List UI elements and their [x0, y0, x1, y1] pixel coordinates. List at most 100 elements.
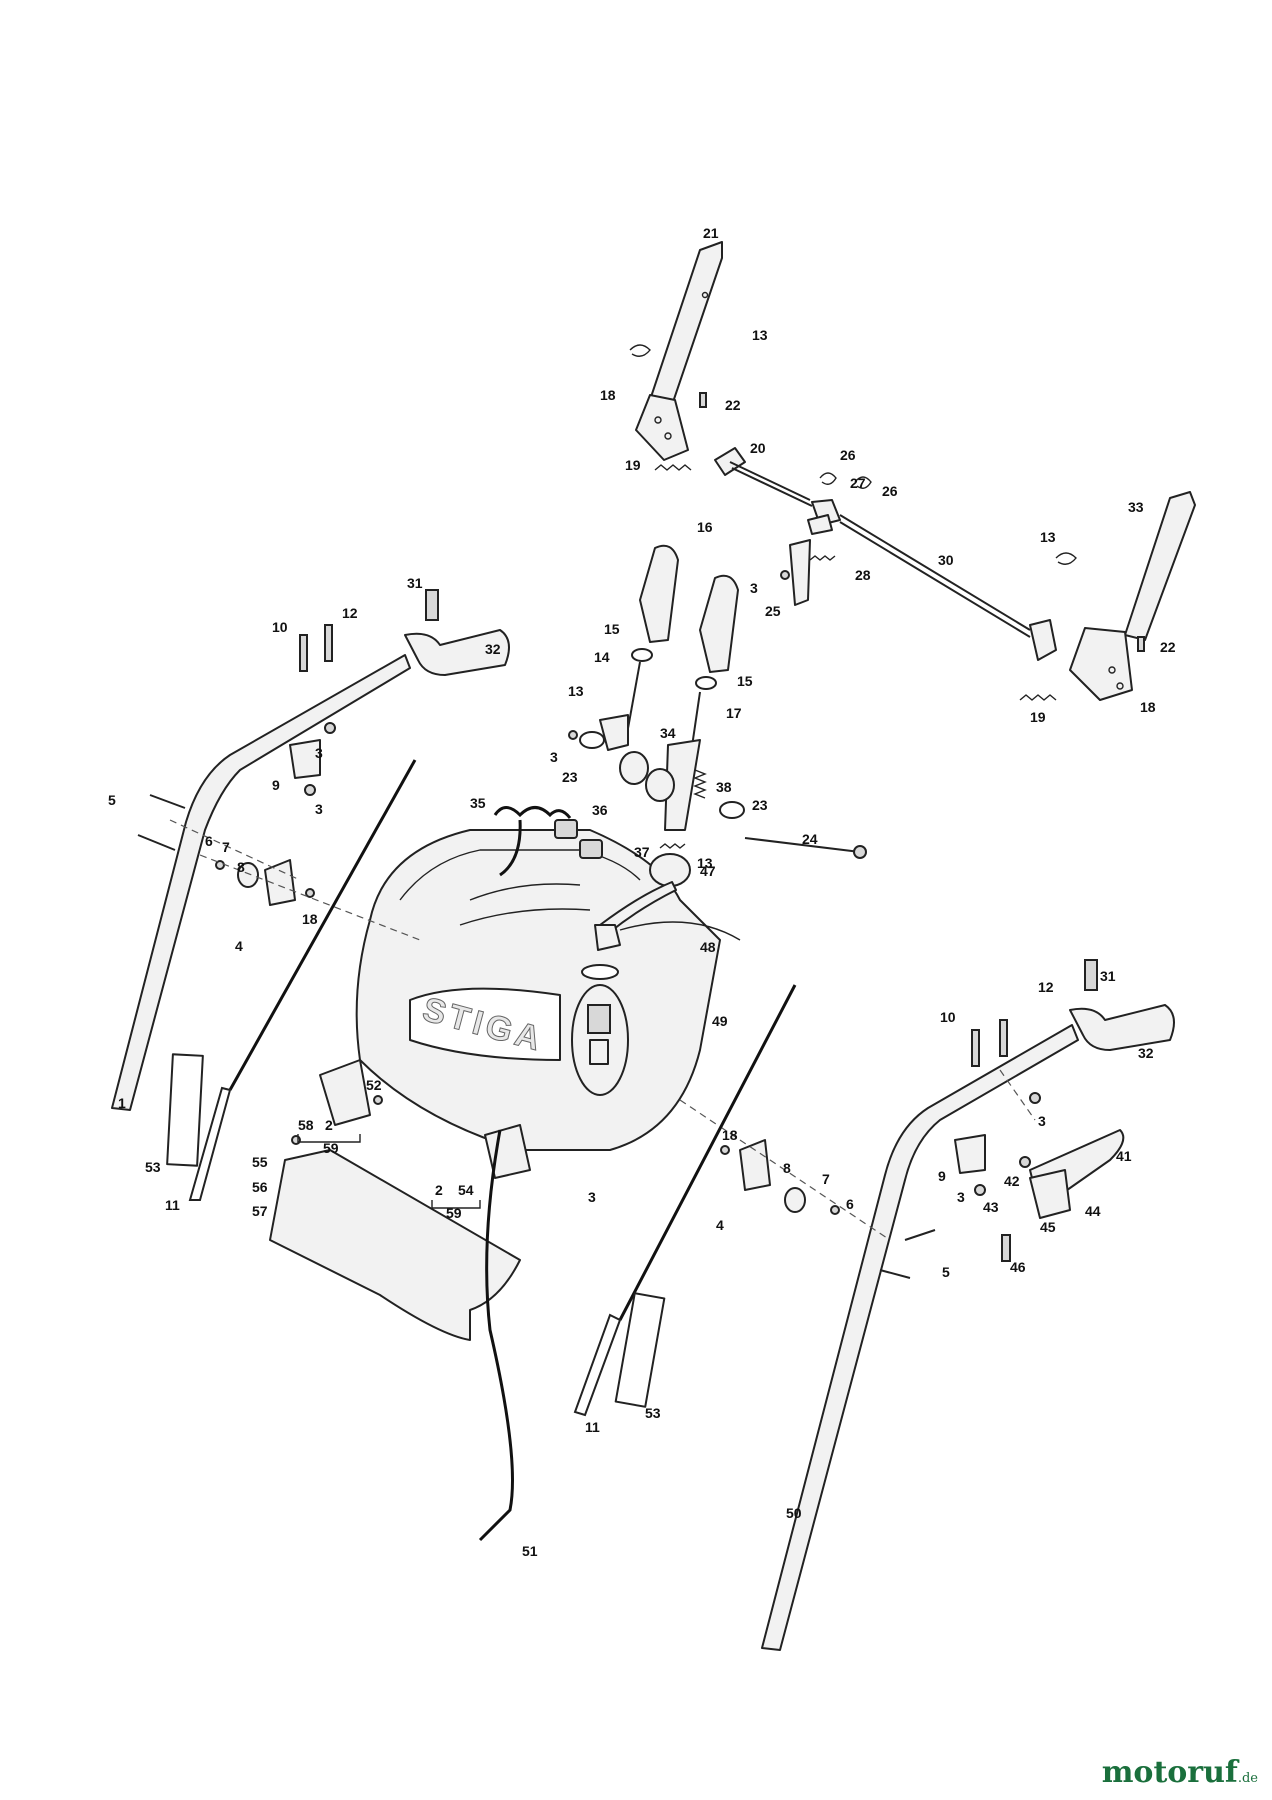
upper-right-post [1069, 491, 1196, 701]
bolt-12-right [999, 1019, 1008, 1057]
bracket-4-right [739, 1139, 771, 1191]
clamp-9-left [289, 739, 321, 779]
spring-28 [809, 555, 836, 561]
callout-label: 18 [1140, 699, 1156, 715]
site-watermark: motoruf .de [1102, 1755, 1258, 1790]
callout-label: 52 [366, 1077, 382, 1093]
spring-19b [1019, 694, 1057, 701]
callout-label: 7 [222, 839, 230, 855]
callout-label: 15 [737, 673, 753, 689]
callout-label: 44 [1085, 1203, 1101, 1219]
callout-label: 58 [298, 1117, 314, 1133]
bolt-10-left [299, 634, 308, 672]
cable-left [228, 759, 417, 1091]
control-lever-right [664, 574, 739, 831]
nut-3-left-a [324, 722, 336, 734]
callout-label: 54 [458, 1182, 474, 1198]
group-bracket-58-2 [297, 1134, 361, 1143]
side-guard-left [319, 1059, 371, 1126]
callout-label: 18 [722, 1127, 738, 1143]
callout-label: 46 [1010, 1259, 1026, 1275]
callout-label: 30 [938, 552, 954, 568]
callout-label: 36 [592, 802, 608, 818]
sleeve-53-left [166, 1053, 204, 1167]
callout-label: 3 [315, 801, 323, 817]
callout-label: 45 [1040, 1219, 1056, 1235]
callout-label: 19 [1030, 709, 1046, 725]
callout-label: 49 [712, 1013, 728, 1029]
right-handle-tube [761, 1024, 1079, 1651]
bolt-12-left [324, 624, 333, 662]
side-guard-right [484, 1124, 531, 1179]
callout-label: 3 [550, 749, 558, 765]
callout-label: 6 [205, 833, 213, 849]
cable-51 [478, 1129, 514, 1542]
callout-label: 8 [783, 1160, 791, 1176]
callout-label: 1 [118, 1095, 126, 1111]
bolt-5-right-b [879, 1269, 911, 1279]
callout-labels: 21 13 18 22 20 19 26 27 26 33 13 16 28 3… [108, 225, 1176, 1559]
guide-line-left-2 [199, 854, 421, 941]
callout-label: 57 [252, 1203, 268, 1219]
switch-36b [579, 839, 603, 859]
callout-label: 17 [726, 705, 742, 721]
callout-label: 22 [1160, 639, 1176, 655]
washer-23b [719, 801, 745, 819]
hairpin-clip-13b [1055, 552, 1077, 565]
callout-label: 13 [1040, 529, 1056, 545]
bolt-46 [1001, 1234, 1011, 1262]
callout-label: 53 [645, 1405, 661, 1421]
ignition-switch-49-base [589, 1039, 609, 1065]
guide-line-right-2 [999, 1069, 1036, 1121]
callout-label: 26 [882, 483, 898, 499]
clip-26b [854, 476, 872, 489]
nut-18-right [720, 1145, 730, 1155]
sleeve-53-right [614, 1292, 666, 1408]
chute-crank-47 [594, 853, 691, 951]
callout-label: 31 [407, 575, 423, 591]
callout-label: 21 [703, 225, 719, 241]
ignition-switch-49-outline [571, 984, 629, 1096]
nut-3-left-b [304, 784, 316, 796]
nut-3-lever [568, 730, 578, 740]
callout-label: 42 [1004, 1173, 1020, 1189]
bushing-8-left [237, 862, 259, 888]
callout-label: 31 [1100, 968, 1116, 984]
callout-label: 18 [600, 387, 616, 403]
hand-grip-32-right [1069, 1004, 1175, 1051]
callout-label: 3 [957, 1189, 965, 1205]
wiring-harness-35 [493, 806, 572, 819]
bracket-4-left [264, 859, 296, 906]
cross-rod [714, 447, 1057, 661]
callout-label: 19 [625, 457, 641, 473]
callout-label: 26 [840, 447, 856, 463]
spring-19a [654, 464, 692, 471]
lower-cover-plate [269, 1149, 521, 1341]
callout-label: 43 [983, 1199, 999, 1215]
cable-right [618, 984, 797, 1321]
spring-37 [659, 843, 686, 849]
callout-label: 47 [700, 863, 716, 879]
callout-label: 4 [716, 1217, 724, 1233]
callout-label: 28 [855, 567, 871, 583]
callout-label: 33 [1128, 499, 1144, 515]
bolt-10-right [971, 1029, 980, 1067]
callout-label: 2 [325, 1117, 333, 1133]
callout-label: 10 [940, 1009, 956, 1025]
callout-label: 5 [942, 1264, 950, 1280]
nut-3-right-b [1029, 1092, 1041, 1104]
callout-label: 11 [165, 1197, 180, 1213]
spacers-34 [619, 751, 675, 802]
callout-label: 3 [750, 580, 758, 596]
callout-label: 56 [252, 1179, 268, 1195]
callout-label: 35 [470, 795, 486, 811]
callout-label: 5 [108, 792, 116, 808]
guide-line-right-1 [679, 1099, 891, 1241]
nut-18-left [305, 888, 315, 898]
bolt-24-head [853, 845, 867, 859]
control-lever-left [599, 544, 679, 751]
ignition-switch-49 [587, 1004, 611, 1034]
callout-label: 27 [850, 475, 866, 491]
callout-label: 10 [272, 619, 288, 635]
